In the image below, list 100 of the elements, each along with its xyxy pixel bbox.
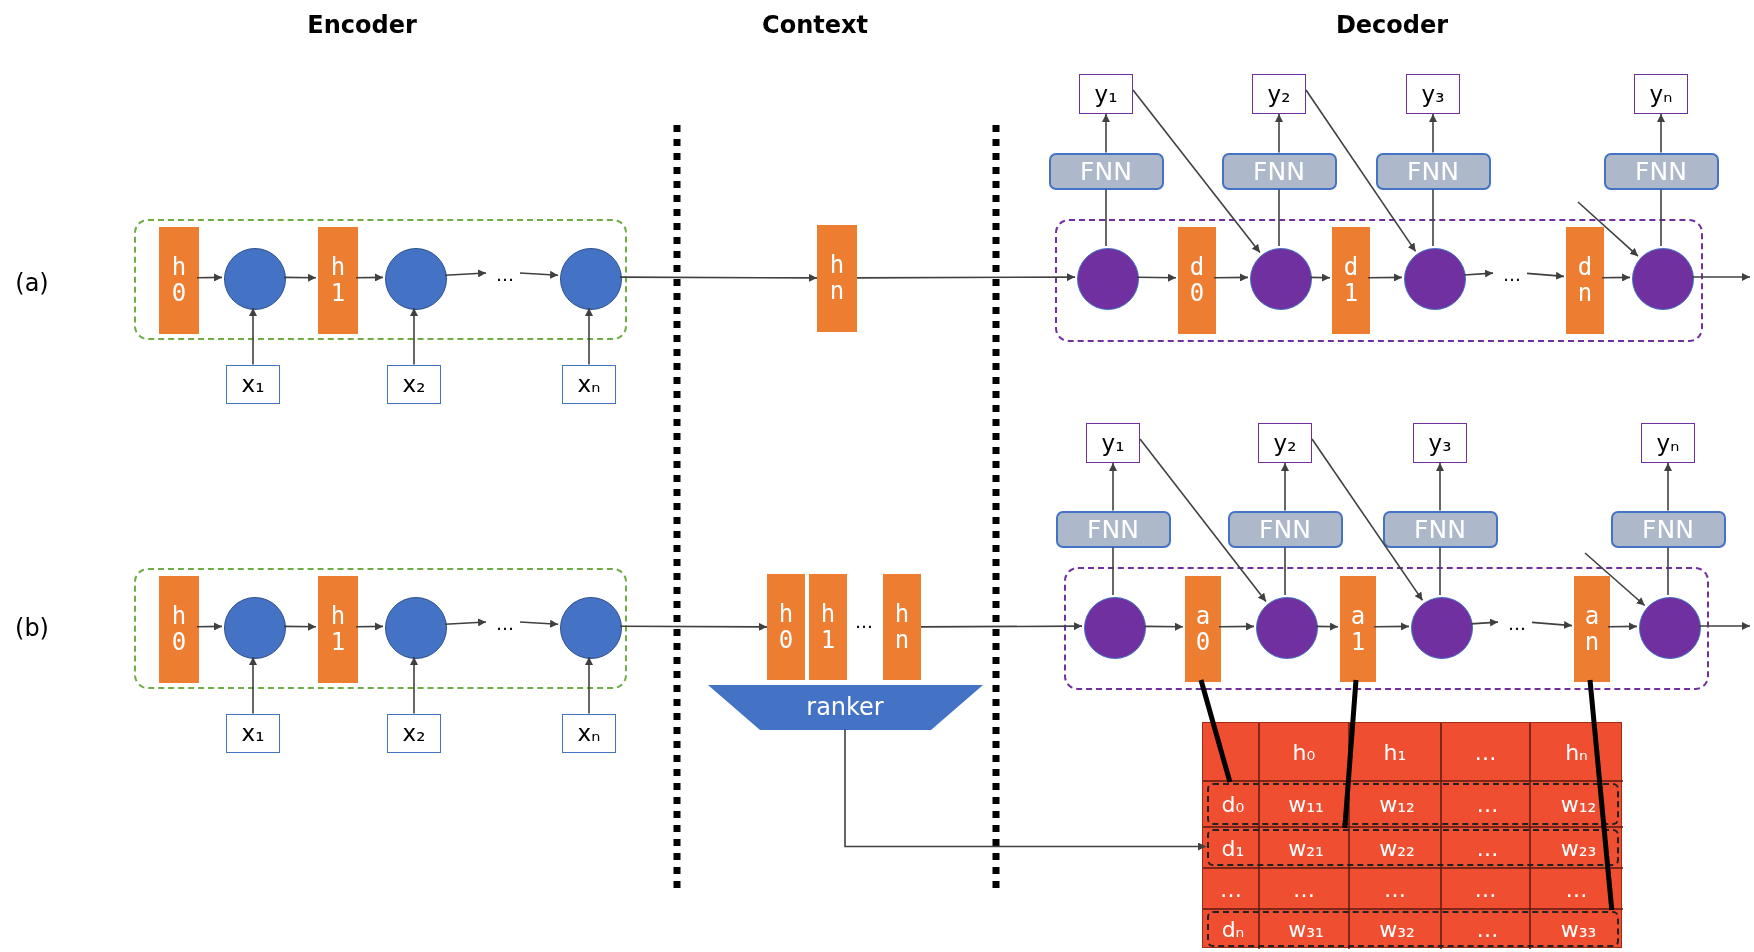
weight-table [1202,722,1622,948]
table-text: h₀ [1292,739,1316,765]
connector-line [1105,188,1107,247]
arrow [1657,113,1665,154]
arrow [844,728,1207,851]
column-heading: Context [762,11,868,39]
arrow [1102,113,1110,154]
arrow [249,656,257,715]
table-text: w₃₃ [1560,916,1597,942]
ellipsis: … [488,610,522,636]
arrow [1601,273,1631,282]
arrow [1436,462,1444,512]
arrow [410,307,418,366]
table-text: w₁₂ [1560,791,1597,817]
arrow [1584,552,1646,607]
state-bar: h 1 [809,574,847,680]
table-text: h₁ [1383,739,1407,765]
state-bar: h 1 [318,575,358,683]
arrow [585,307,593,366]
arrow [1275,113,1283,154]
dashed-frame [133,218,627,340]
state-bar: h 0 [767,574,805,680]
arrow [1305,89,1417,253]
table-text: … [1476,791,1499,817]
dashed-frame [1063,566,1709,690]
table-text: w₂₃ [1560,835,1597,860]
arrow [1213,273,1249,282]
arrow [196,622,223,631]
state-bar: a 1 [1340,576,1376,682]
state-bar: h 0 [159,575,199,683]
arrow [1429,113,1437,154]
arrow [619,273,818,282]
arrow [1698,622,1751,630]
table-text: w₂₂ [1379,835,1415,860]
arrow [519,619,559,628]
row-outline [1207,783,1619,825]
input-box: x₂ [387,364,441,404]
row-outline [1207,911,1619,947]
arrow [1218,622,1255,631]
arrow [1607,622,1638,631]
output-box: y₃ [1406,74,1460,114]
layer-box: FNN [1603,152,1719,190]
arrow [1136,273,1177,282]
layer-box: FNN [1375,152,1491,190]
arrow [1139,438,1267,603]
layer-box: FNN [1048,152,1164,190]
state-bar: h n [817,224,857,332]
state-bar: d 0 [1178,226,1216,334]
input-box: xₙ [562,713,616,753]
connector-line [1439,546,1441,596]
table-text: hₙ [1565,739,1588,765]
table-text: w₂₁ [1288,835,1324,860]
connector-line [1667,546,1669,596]
table-text: w₃₁ [1288,916,1324,942]
arrow [1463,269,1494,278]
connector-line [1278,188,1280,247]
state-bar: d n [1566,226,1604,334]
table-text: … [1565,876,1588,901]
arrow [856,273,1076,282]
layer-box: FNN [1221,152,1337,190]
table-text: w₁₂ [1379,791,1415,817]
table-text: w₃₂ [1379,916,1415,942]
row-label: (b) [15,614,49,642]
layer-box: FNN [1055,510,1171,548]
state-bar: a 0 [1185,576,1221,682]
table-text: … [1474,739,1497,765]
arrow [1691,273,1751,281]
table-text: … [1476,835,1499,860]
arrow [1373,622,1410,631]
connector-line [1284,546,1286,596]
row-label: (a) [15,269,49,297]
arrow [1664,462,1672,512]
table-text: … [1220,876,1242,901]
output-box: yₙ [1641,423,1695,463]
arrow [410,656,418,715]
layer-box: FNN [1227,510,1343,548]
dashed-frame [133,567,627,689]
arrow [249,307,257,366]
arrow [1577,201,1639,257]
connector-line [1660,188,1662,247]
connector-line [1432,188,1434,247]
arrow [444,269,487,278]
input-box: x₁ [226,713,280,753]
state-bar: a n [1574,576,1610,682]
ranker-trapezoid: ranker [707,684,983,730]
arrow [519,270,559,279]
leader-line [1198,679,1233,783]
arrow [355,622,384,631]
table-text: … [1384,876,1406,901]
ellipsis: … [1500,610,1534,636]
table-text: … [1293,876,1315,901]
leader-line [1587,679,1615,911]
ellipsis: … [488,261,522,287]
state-bar: d 1 [1332,226,1370,334]
table-text: w₁₁ [1288,791,1324,817]
column-heading: Decoder [1335,11,1449,39]
arrow [1531,620,1573,629]
table-text: d₁ [1221,835,1245,860]
arrow [355,273,384,282]
layer-box: FNN [1610,510,1726,548]
